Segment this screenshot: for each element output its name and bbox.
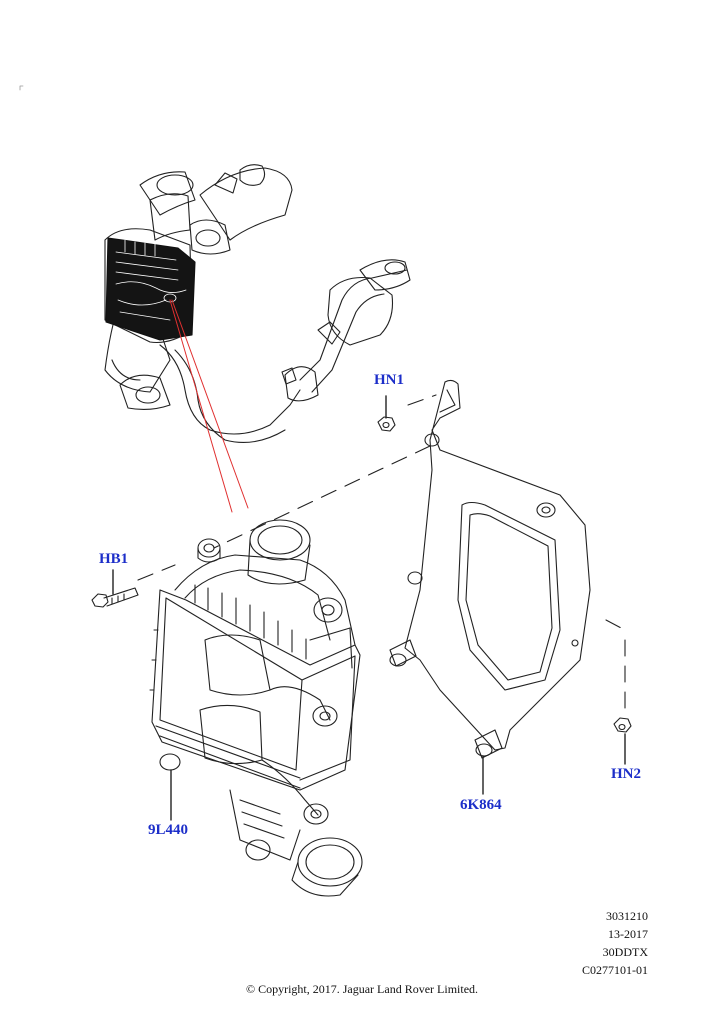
- bolt-hb1-shape: [91, 587, 139, 608]
- callout-6k864[interactable]: 6K864: [460, 797, 502, 813]
- assembly-guide-lines: [137, 394, 626, 711]
- callout-leaders: [112, 395, 626, 821]
- nut-hn2-shape: [613, 717, 632, 733]
- callout-hn1[interactable]: HN1: [374, 372, 404, 388]
- callout-hb1[interactable]: HB1: [99, 551, 129, 567]
- intercooler-9l440: [149, 519, 363, 897]
- reference-line-1: 3031210: [606, 909, 648, 923]
- reference-line-2: 13-2017: [608, 927, 648, 941]
- callout-hn2[interactable]: HN2: [611, 766, 641, 782]
- reference-line-4: C0277101-01: [582, 963, 648, 977]
- highlight-leader-lines: [169, 299, 249, 513]
- copyright-notice: © Copyright, 2017. Jaguar Land Rover Lim…: [245, 982, 479, 996]
- nut-hn1-shape: [377, 416, 396, 432]
- reference-line-3: 30DDTX: [602, 945, 648, 959]
- bracket-6k864: [389, 379, 591, 759]
- callout-9l440[interactable]: 9L440: [148, 822, 189, 838]
- highlighted-intercooler-overview: [105, 237, 196, 341]
- corner-mark: [19, 85, 24, 91]
